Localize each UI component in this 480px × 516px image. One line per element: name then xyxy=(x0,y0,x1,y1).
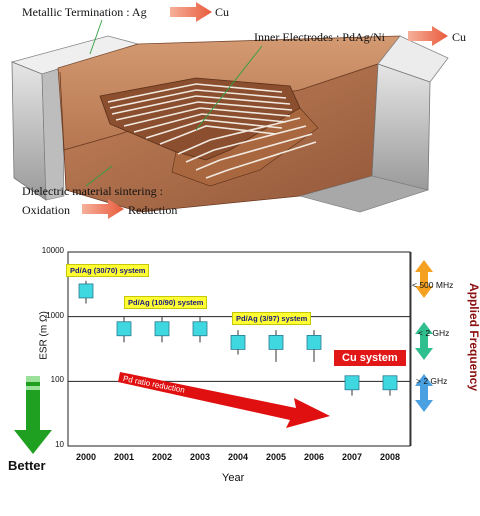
esr-marker-2008 xyxy=(382,375,398,391)
better-arrow-icon xyxy=(14,376,52,454)
esr-marker-2006 xyxy=(306,335,322,350)
y-tick-10: 10 xyxy=(55,440,64,449)
left-termination xyxy=(10,35,140,201)
frequency-scale xyxy=(410,252,433,446)
esr-markers xyxy=(78,280,398,396)
freq-label-500mhz: < 500 MHz xyxy=(412,280,454,290)
esr-marker-2003 xyxy=(192,321,208,337)
termination-to-label: Cu xyxy=(215,5,230,19)
electrodes-to-label: Cu xyxy=(452,30,467,44)
system-label-pdag-30-70: Pd/Ag (30/70) system xyxy=(66,264,150,277)
y-axis-title: ESR (m Ω) xyxy=(38,311,50,360)
esr-marker-2005 xyxy=(268,335,284,350)
y-tick-10000: 10000 xyxy=(41,246,64,255)
better-label: Better xyxy=(8,458,46,473)
freq-label-above-2ghz: > 2 GHz xyxy=(416,376,448,386)
freq-arrow-500mhz-icon xyxy=(415,260,433,298)
x-tick-2008: 2008 xyxy=(379,452,401,462)
y-tick-100: 100 xyxy=(50,375,64,384)
applied-frequency-title: Applied Frequency xyxy=(467,282,480,392)
termination-arrow-icon xyxy=(170,2,212,22)
x-tick-2006: 2006 xyxy=(303,452,325,462)
x-tick-2005: 2005 xyxy=(265,452,287,462)
system-label-pdag-3-97: Pd/Ag (3/97) system xyxy=(232,312,312,325)
leader-lines xyxy=(85,19,263,187)
electrodes-arrow-icon xyxy=(408,26,448,46)
x-tick-2001: 2001 xyxy=(113,452,135,462)
electrodes-label: Inner Electrodes : PdAg/Ni xyxy=(254,30,385,44)
esr-marker-2002 xyxy=(154,321,170,337)
dielectric-label: Dielectric material sintering : xyxy=(22,184,163,198)
y-tick-1000: 1000 xyxy=(46,311,64,320)
dielectric-to-label: Reduction xyxy=(128,203,178,217)
x-tick-2007: 2007 xyxy=(341,452,363,462)
system-label-cu: Cu system xyxy=(334,350,406,366)
esr-chart xyxy=(14,251,433,454)
freq-arrow-2ghz-icon xyxy=(415,322,433,360)
x-tick-2000: 2000 xyxy=(75,452,97,462)
esr-marker-2004 xyxy=(230,335,246,350)
termination-label: Metallic Termination : Ag xyxy=(22,5,147,19)
system-label-pdag-10-90: Pd/Ag (10/90) system xyxy=(124,296,208,309)
mlcc-cutaway-diagram xyxy=(10,2,449,219)
x-axis-title: Year xyxy=(222,472,245,484)
right-termination xyxy=(298,35,449,213)
dielectric-arrow-icon xyxy=(82,199,124,219)
x-tick-2003: 2003 xyxy=(189,452,211,462)
x-tick-2002: 2002 xyxy=(151,452,173,462)
esr-marker-2007 xyxy=(344,375,360,391)
pd-ratio-reduction-arrow xyxy=(118,372,330,428)
esr-marker-2000 xyxy=(78,283,94,299)
esr-marker-2001 xyxy=(116,321,132,337)
freq-arrow-above-2ghz-icon xyxy=(415,374,433,412)
freq-label-2ghz: < 2 GHz xyxy=(418,328,450,338)
x-tick-2004: 2004 xyxy=(227,452,249,462)
dielectric-from-label: Oxidation xyxy=(22,203,70,217)
